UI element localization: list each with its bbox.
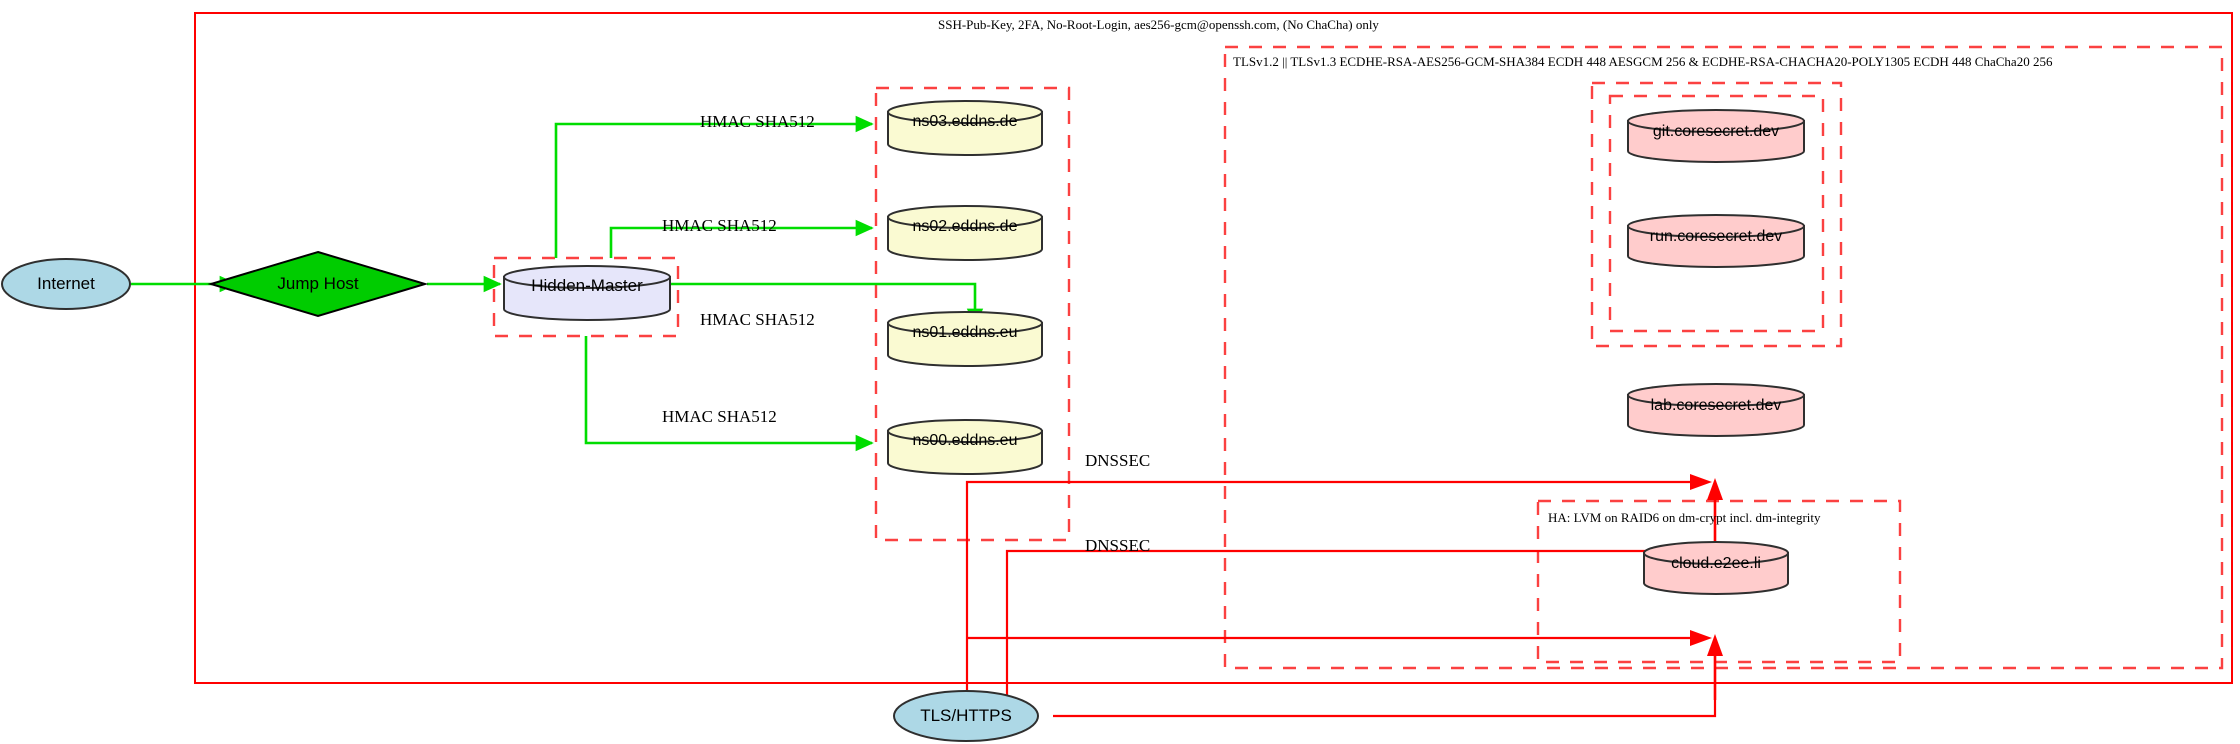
coresecret-inner-cluster-box — [1608, 94, 1825, 333]
node-tls-https-shape — [893, 690, 1039, 742]
node-git-shape — [1627, 109, 1805, 163]
edge-label-hmac-ns02: HMAC SHA512 — [662, 216, 777, 235]
ssh-boundary-box — [194, 12, 2233, 684]
node-ns02-shape — [887, 205, 1043, 261]
node-jumphost-shape — [207, 250, 429, 318]
node-run-shape — [1627, 214, 1805, 268]
dns-cluster-box — [874, 86, 1071, 542]
edge-label-hmac-ns00: HMAC SHA512 — [662, 407, 777, 426]
edge-label-hmac-ns01: HMAC SHA512 — [700, 310, 815, 329]
edge-master-ns03 — [554, 115, 874, 258]
ha-cluster-box — [1536, 499, 1902, 664]
edge-master-ns00 — [584, 336, 874, 452]
edge-label-dnssec-upper: DNSSEC — [1085, 451, 1151, 470]
tls-boundary-label: TLSv1.2 || TLSv1.3 ECDHE-RSA-AES256-GCM-… — [1233, 54, 2053, 69]
riser-to-ha-upper-head — [1707, 478, 1723, 500]
dnssec-upper-arrowhead — [1690, 474, 1712, 490]
tls-https-right-rail — [1053, 700, 1717, 718]
tls-boundary-box — [1223, 45, 2224, 670]
node-lab-shape — [1627, 383, 1805, 437]
node-hidden-master-shape — [503, 265, 671, 321]
coresecret-outer-cluster-box — [1590, 81, 1843, 348]
node-ns00-shape — [887, 419, 1043, 475]
edge-label-dnssec-lower: DNSSEC — [1085, 536, 1151, 555]
ssh-boundary-label: SSH-Pub-Key, 2FA, No-Root-Login, aes256-… — [938, 17, 1379, 32]
edge-master-ns02 — [609, 219, 874, 258]
node-internet-shape — [1, 258, 131, 310]
dnssec-upper-path — [965, 480, 1707, 513]
riser-to-ha-lower-head — [1707, 634, 1723, 656]
dnssec-lower-path — [1005, 549, 1710, 700]
node-ns01-shape — [887, 311, 1043, 367]
edge-label-hmac-ns03: HMAC SHA512 — [700, 112, 815, 131]
red-band-lower-arrowhead — [1690, 630, 1712, 646]
hidden-master-cluster-box — [492, 256, 680, 338]
ha-boundary-label: HA: LVM on RAID6 on dm-crypt incl. dm-in… — [1548, 510, 1821, 525]
node-cloud-shape — [1643, 541, 1789, 595]
node-ns03-shape — [887, 100, 1043, 156]
